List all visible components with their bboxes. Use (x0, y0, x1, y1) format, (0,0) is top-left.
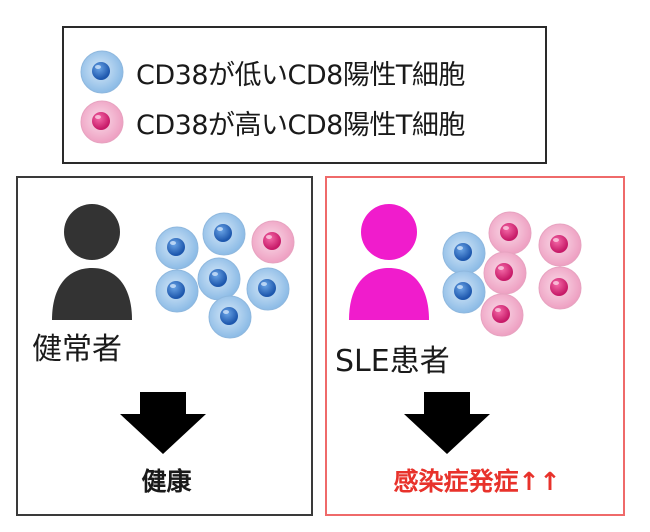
high-cd38-cell (488, 211, 532, 255)
high-cd38-cell-icon (80, 100, 124, 144)
high-cd38-cell (538, 266, 582, 310)
low-cd38-cell (208, 295, 252, 339)
sle-panel: SLE患者 感染症発症↑↑ (325, 176, 625, 516)
healthy-person-icon (52, 204, 132, 320)
low-cd38-cell-icon (80, 50, 124, 94)
low-cd38-cell (155, 226, 199, 270)
low-cd38-cell (442, 270, 486, 314)
low-cd38-cell (246, 267, 290, 311)
low-cd38-cell (155, 269, 199, 313)
legend-box: CD38が低いCD8陽性T細胞 CD38が高いCD8陽性T細胞 (62, 26, 547, 164)
low-cd38-cell (202, 212, 246, 256)
low-cd38-cell (442, 231, 486, 275)
legend-item-high-cd38: CD38が高いCD8陽性T細胞 (78, 100, 465, 144)
down-arrow-icon (404, 392, 490, 454)
high-cd38-cell (538, 223, 582, 267)
legend-item-low-cd38: CD38が低いCD8陽性T細胞 (78, 50, 465, 94)
high-cd38-cell (251, 220, 295, 264)
high-cd38-cell (483, 251, 527, 295)
high-cd38-cell (480, 293, 524, 337)
sle-patient-person-icon (349, 204, 429, 320)
low-cd38-cell (197, 257, 241, 301)
healthy-panel: 健常者 健康 (16, 176, 313, 516)
legend-label-high-cd38: CD38が高いCD8陽性T細胞 (136, 109, 465, 141)
healthy-group-label: 健常者 (32, 332, 122, 367)
legend-label-low-cd38: CD38が低いCD8陽性T細胞 (136, 59, 465, 91)
down-arrow-icon (120, 392, 206, 454)
healthy-outcome-label: 健康 (141, 467, 192, 496)
sle-group-label: SLE患者 (335, 344, 450, 379)
sle-outcome-label: 感染症発症↑↑ (393, 467, 561, 496)
